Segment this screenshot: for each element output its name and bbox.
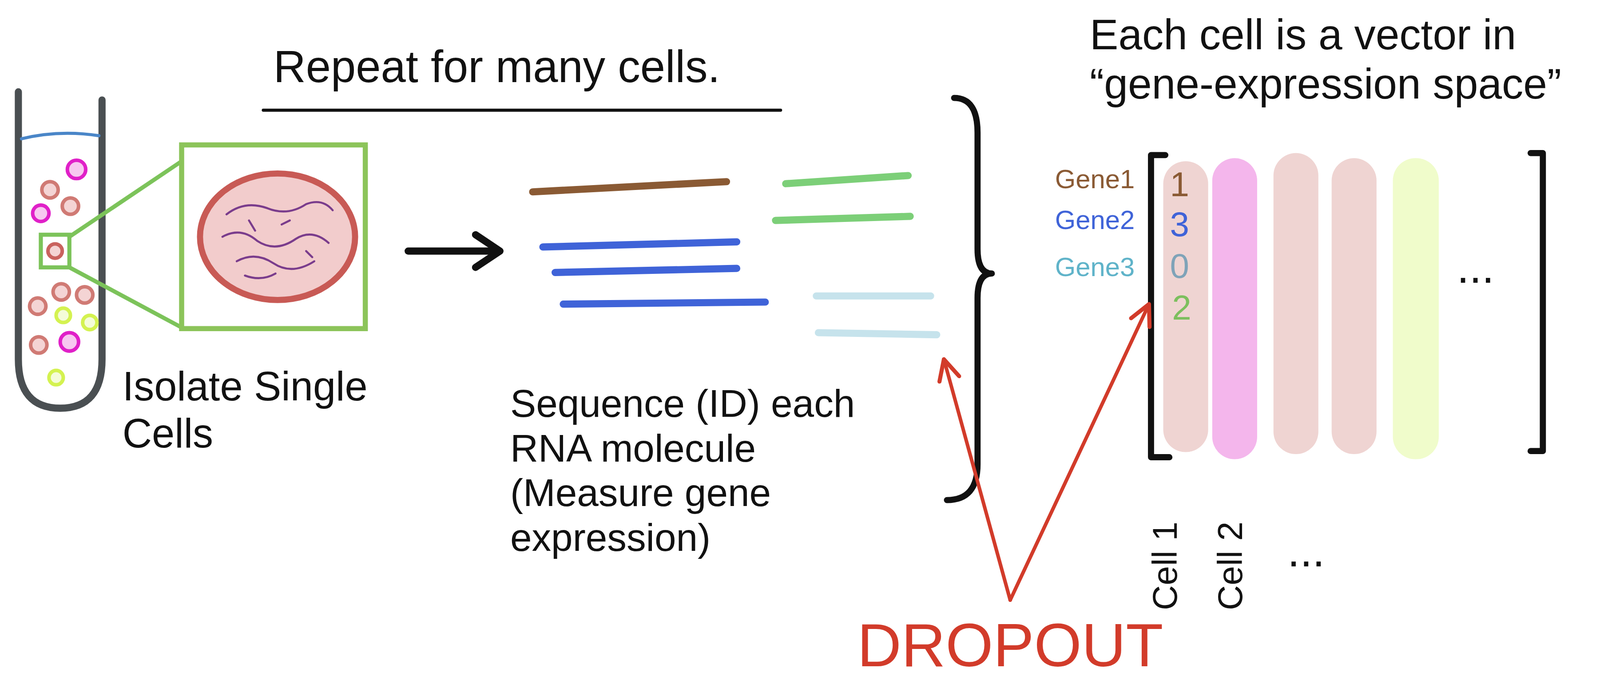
dropout-label: DROPOUT — [857, 610, 1164, 681]
cell-vector-column — [1393, 158, 1439, 460]
zoom-line — [69, 161, 182, 237]
chromatin-strand — [222, 232, 329, 247]
cell — [30, 337, 48, 354]
cell — [67, 160, 86, 179]
cells-in-tube — [29, 160, 98, 386]
rna-molecule — [542, 242, 737, 247]
cell — [47, 243, 63, 259]
step-label: Sequence (ID) each RNA molecule (Measure… — [510, 381, 929, 560]
matrix-value: 3 — [1170, 204, 1190, 245]
rna-molecule — [563, 302, 766, 305]
cell — [82, 315, 97, 330]
heading-note: Each cell is a vector in “gene-expressio… — [1089, 10, 1590, 109]
chromatin — [222, 202, 333, 278]
cell — [76, 286, 93, 304]
liquid-surface — [21, 133, 100, 139]
rna-molecule — [818, 333, 937, 336]
cell-vector-column — [1163, 161, 1209, 453]
selection-square — [40, 234, 70, 268]
chromatin-strand — [244, 220, 313, 279]
title-underline — [263, 108, 781, 112]
ellipsis: ... — [1457, 241, 1495, 294]
matrix-value: 1 — [1170, 164, 1190, 205]
cell — [29, 297, 47, 315]
chromatin-strand — [226, 202, 333, 215]
cell — [55, 308, 71, 323]
cell — [62, 198, 79, 215]
single-cell — [199, 173, 355, 301]
process-arrow — [408, 247, 494, 255]
rna-molecule — [785, 175, 909, 184]
arrow-head — [475, 234, 501, 268]
curly-brace — [946, 98, 992, 501]
test-tube — [18, 91, 102, 409]
rna-molecule — [816, 292, 931, 300]
dropout-leader — [943, 359, 1010, 601]
zoom-line — [69, 267, 184, 329]
ellipsis: ... — [1287, 525, 1325, 577]
cell-vector-column — [1331, 158, 1377, 455]
cell — [60, 333, 79, 352]
matrix-value: 0 — [1170, 246, 1190, 287]
cell-vector-column — [1273, 153, 1319, 455]
rna-molecules — [532, 175, 937, 335]
rna-molecule — [555, 268, 737, 273]
matrix-value: 2 — [1171, 288, 1192, 329]
rna-molecule — [532, 181, 727, 192]
gene-label: Gene2 — [1055, 205, 1135, 236]
cell — [32, 205, 50, 222]
matrix-bracket — [1530, 153, 1544, 452]
cell-vector-column — [1212, 158, 1258, 460]
zoom-box — [181, 144, 366, 329]
dropout-leader — [1010, 304, 1150, 601]
cell — [48, 370, 64, 386]
title-text: Repeat for many cells. — [273, 40, 721, 93]
gene-label: Gene3 — [1055, 252, 1135, 283]
rna-molecule — [775, 216, 910, 221]
matrix-bracket — [1151, 154, 1170, 458]
step-label: Isolate Single Cells — [122, 363, 429, 457]
cell — [41, 181, 59, 199]
chromatin-strand — [236, 256, 315, 270]
cell — [52, 283, 70, 301]
cell-label: Cell 1 — [1145, 521, 1186, 611]
gene-label: Gene1 — [1055, 164, 1135, 195]
cell-label: Cell 2 — [1210, 521, 1251, 611]
